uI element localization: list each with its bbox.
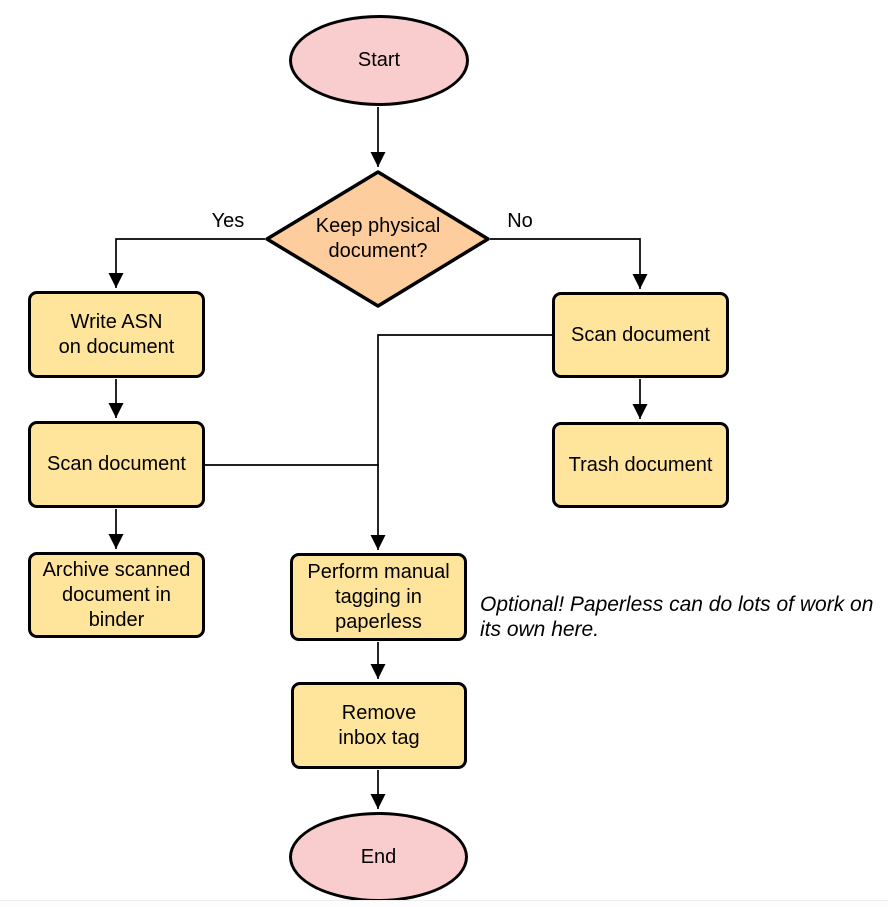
end-node-label: End	[360, 845, 397, 868]
scan-document-left-node: Scan document	[28, 421, 205, 508]
edge-scan-right-to-tagging	[370, 334, 552, 550]
remove-inbox-tag-node-label: Remove inbox tag	[338, 701, 420, 749]
end-node: End	[289, 812, 468, 902]
edge-label-yes: Yes	[211, 210, 245, 232]
trash-document-node-label: Trash document	[568, 453, 713, 476]
manual-tagging-node: Perform manual tagging in paperless	[290, 553, 467, 641]
edge-label-no: No	[507, 210, 533, 232]
decision-node-label: Keep physical document?	[315, 215, 441, 262]
edge-decision-to-scan-right	[490, 238, 648, 289]
scan-document-right-node-label: Scan document	[571, 323, 710, 346]
scan-document-left-node-label: Scan document	[47, 453, 186, 475]
manual-tagging-node-label: Perform manual tagging in paperless	[307, 560, 450, 633]
decision-diamond-shape	[265, 170, 490, 308]
optional-note-text: Optional! Paperless can do lots of work …	[480, 593, 874, 641]
edge-decision-to-write-asn	[108, 238, 265, 288]
scan-document-right-node: Scan document	[552, 292, 729, 378]
write-asn-node: Write ASN on document	[28, 291, 205, 378]
remove-inbox-tag-node: Remove inbox tag	[291, 682, 467, 769]
start-node-label: Start	[357, 49, 401, 71]
write-asn-node-label: Write ASN on document	[58, 310, 175, 358]
archive-node-label: Archive scanned document in binder	[42, 558, 191, 631]
page-bottom-edge	[0, 900, 888, 907]
archive-node: Archive scanned document in binder	[28, 552, 205, 638]
trash-document-node: Trash document	[552, 422, 729, 508]
start-node: Start	[289, 15, 469, 106]
